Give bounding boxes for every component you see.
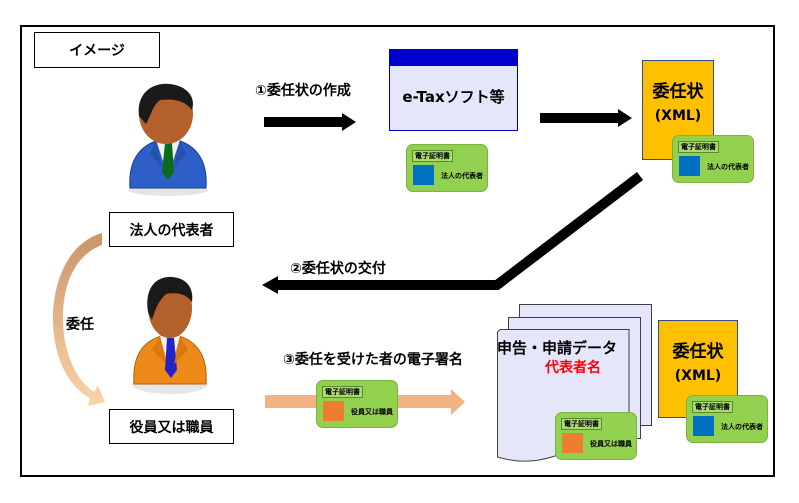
step-1-label: ①委任状の作成: [255, 83, 351, 99]
etax-software-label: e-Taxソフト等: [402, 88, 505, 106]
certificate-card: 電子証明書 法人の代表者: [686, 395, 768, 443]
etax-titlebar: [390, 50, 517, 66]
employee-person-icon: [132, 276, 208, 394]
xml-doc-title: 委任状: [652, 82, 704, 102]
data-document-signer: 代表者名: [545, 360, 601, 376]
certificate-title: 電子証明書: [678, 141, 719, 153]
delegation-label: 委任: [66, 317, 94, 333]
certificate-card: 電子証明書 法人の代表者: [406, 144, 488, 192]
certificate-photo-icon: [693, 416, 714, 436]
xml-doc-subtitle: (XML): [674, 368, 722, 384]
etax-software-window: e-Taxソフト等: [389, 49, 518, 131]
representative-label: 法人の代表者: [129, 222, 214, 239]
employee-label: 役員又は職員: [129, 419, 214, 436]
xml-doc-subtitle: (XML): [654, 108, 702, 124]
certificate-photo-icon: [323, 401, 344, 421]
representative-person-icon: [128, 83, 208, 196]
certificate-photo-icon: [562, 433, 583, 453]
certificate-photo-icon: [413, 165, 434, 185]
certificate-photo-icon: [679, 156, 700, 176]
data-document-title: 申告・申請データ: [497, 339, 618, 357]
certificate-title: 電子証明書: [412, 150, 453, 162]
certificate-owner: 法人の代表者: [441, 172, 483, 180]
certificate-owner: 法人の代表者: [721, 423, 763, 431]
representative-label-box: 法人の代表者: [109, 212, 234, 247]
delegation-arc-arrow: [52, 233, 105, 406]
employee-label-box: 役員又は職員: [109, 409, 234, 444]
step-2-label: ②委任状の交付: [290, 261, 386, 277]
certificate-owner: 役員又は職員: [590, 440, 632, 448]
certificate-owner: 役員又は職員: [351, 408, 393, 416]
step-1-arrow: [264, 113, 356, 131]
to-xml-arrow: [540, 109, 632, 127]
certificate-card: 電子証明書 役員又は職員: [555, 412, 637, 460]
step-2-arrow: [262, 172, 644, 294]
certificate-title: 電子証明書: [322, 386, 363, 398]
step-3-label: ③委任を受けた者の電子署名: [283, 352, 463, 368]
xml-doc-title: 委任状: [672, 342, 724, 362]
title-label: イメージ: [69, 43, 125, 59]
certificate-card: 電子証明書 法人の代表者: [672, 135, 754, 183]
certificate-owner: 法人の代表者: [707, 163, 749, 171]
title-box: イメージ: [34, 32, 160, 68]
certificate-card: 電子証明書 役員又は職員: [316, 380, 398, 428]
certificate-title: 電子証明書: [561, 418, 602, 430]
certificate-title: 電子証明書: [692, 401, 733, 413]
